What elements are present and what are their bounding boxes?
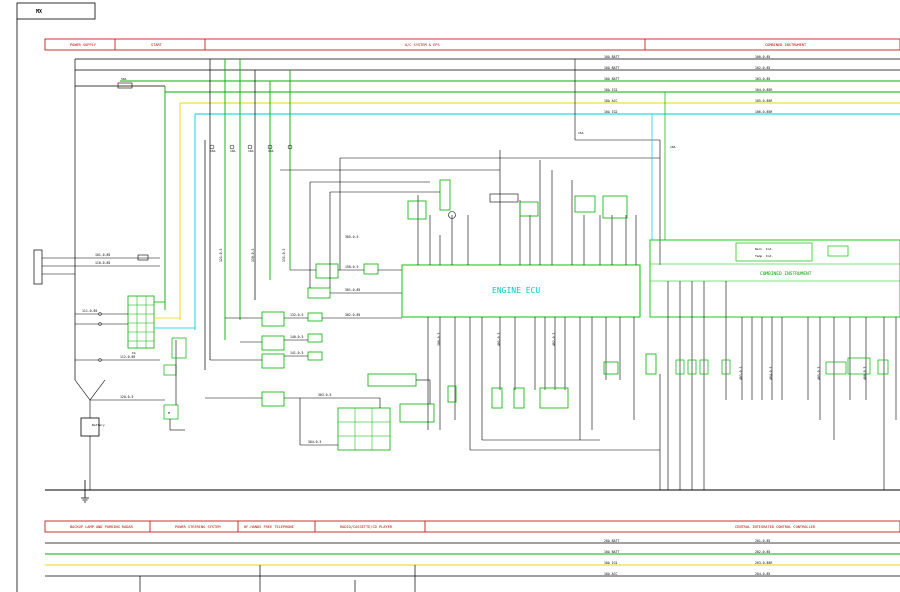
section-radio-player: RADIO/CASSETTE/CD PLAYER <box>340 525 393 529</box>
rail-label-bat2: 10A BATT <box>604 66 619 70</box>
sheet-id: MX <box>36 9 42 15</box>
svg-text:404-0.5: 404-0.5 <box>769 366 773 380</box>
svg-text:111-0.85: 111-0.85 <box>82 309 97 313</box>
rail-wire-acc: 105-0.85R <box>755 99 772 103</box>
svg-text:10A: 10A <box>248 149 254 153</box>
top-title-block: POWER SUPPLY START A/C SYSTEM & EPS COMB… <box>44 38 900 51</box>
svg-text:10A: 10A <box>210 149 216 153</box>
bottom-rail-label-2: 10A BATT <box>604 550 619 554</box>
instrument-title: COMBINED INSTRUMENT <box>760 271 812 277</box>
power-supply-section: 50A 101-0.85 110-0.85 IG 111-0.85 112 <box>33 59 196 490</box>
svg-text:140-0.5: 140-0.5 <box>290 335 304 339</box>
rail-wire-ig1: 104-0.85R <box>755 88 772 92</box>
rail-label-ig2: 10A IG2 <box>604 110 618 114</box>
svg-text:121-0.5: 121-0.5 <box>219 248 223 262</box>
rail-label-bat1: 10A BATT <box>604 55 619 59</box>
ac-relays: 132-0.5 140-0.5 141-0.5 150-0.5 301-0.85… <box>205 263 435 451</box>
bottom-rail-label-3: 10A IG1 <box>604 561 618 565</box>
instrument-sub1: Warn. Ind. <box>755 247 773 251</box>
rail-label-ig1: 10A IG1 <box>604 88 618 92</box>
svg-text:406-0.5: 406-0.5 <box>863 366 867 380</box>
svg-text:131-0.5: 131-0.5 <box>282 248 286 262</box>
rail-wire-ig2: 106-0.85R <box>755 110 772 114</box>
top-power-rails: 10A BATT 10A BATT 10A BATT 10A IG1 10A A… <box>75 55 900 115</box>
rail-wire-bat3: 103-0.85 <box>755 77 770 81</box>
ground-symbol-icon <box>81 497 89 503</box>
section-start: START <box>151 43 163 47</box>
bottom-power-rails: 20A BATT 10A BATT 10A IG1 10A ACC 201-0.… <box>45 539 900 592</box>
starter-motor-icon <box>163 404 179 420</box>
svg-text:302-0.85: 302-0.85 <box>345 313 360 317</box>
svg-text:120-0.5: 120-0.5 <box>120 395 134 399</box>
connector-left <box>33 249 43 285</box>
svg-text:403-0.5: 403-0.5 <box>739 366 743 380</box>
section-combined-instrument: COMBINED INSTRUMENT <box>765 43 807 47</box>
ignition-switch <box>127 295 155 349</box>
bottom-rail-wire-2: 202-0.85 <box>755 550 770 554</box>
svg-text:101-0.85: 101-0.85 <box>95 253 110 257</box>
rail-label-acc: 10A ACC <box>604 99 618 103</box>
svg-text:112-0.85: 112-0.85 <box>120 355 135 359</box>
combined-instrument: Warn. Ind. Temp. Ind. COMBINED INSTRUMEN… <box>649 239 900 490</box>
svg-text:303-0.5: 303-0.5 <box>318 393 332 397</box>
bottom-rail-wire-3: 203-0.85R <box>755 561 772 565</box>
bottom-rail-wire-4: 204-0.85 <box>755 572 770 576</box>
section-ac-system: A/C SYSTEM & EPS <box>405 43 440 47</box>
section-backup-lamp: BACKUP LAMP AND PARKING RADAR <box>70 525 134 529</box>
engine-ecu: ENGINE ECU <box>280 59 676 490</box>
svg-text:301-0.85: 301-0.85 <box>345 288 360 292</box>
battery-label: Battery <box>92 423 105 427</box>
svg-text:150-0.5: 150-0.5 <box>345 265 359 269</box>
ignition-label: IG <box>132 351 136 355</box>
svg-text:141-0.5: 141-0.5 <box>290 351 304 355</box>
svg-text:130-0.5: 130-0.5 <box>251 248 255 262</box>
svg-text:10A: 10A <box>230 149 236 153</box>
bottom-title-block: BACKUP LAMP AND PARKING RADAR POWER STEE… <box>44 520 900 533</box>
svg-text:405-0.5: 405-0.5 <box>817 366 821 380</box>
svg-text:50A: 50A <box>121 77 127 81</box>
rail-wire-bat2: 102-0.85 <box>755 66 770 70</box>
section-power-steering: POWER STEERING SYSTEM <box>175 525 221 529</box>
svg-text:15A: 15A <box>578 131 584 135</box>
rail-label-bat3: 10A BATT <box>604 77 619 81</box>
svg-text:132-0.5: 132-0.5 <box>290 313 304 317</box>
svg-text:306-0.5: 306-0.5 <box>437 332 441 346</box>
svg-text:10A: 10A <box>268 149 274 153</box>
rail-wire-bat1: 100-0.85 <box>755 55 770 59</box>
bottom-rail-label-1: 20A BATT <box>604 539 619 543</box>
svg-text:110-0.85: 110-0.85 <box>95 261 110 265</box>
svg-text:304-0.5: 304-0.5 <box>308 440 322 444</box>
svg-text:401-0.5: 401-0.5 <box>497 332 501 346</box>
svg-text:305-0.5: 305-0.5 <box>345 235 359 239</box>
section-power-supply: POWER SUPPLY <box>70 43 97 47</box>
sheet-id-box <box>16 2 96 20</box>
svg-text:402-0.5: 402-0.5 <box>552 332 556 346</box>
svg-text:10A: 10A <box>670 145 676 149</box>
battery-icon <box>80 417 100 437</box>
ecu-title: ENGINE ECU <box>492 286 540 295</box>
bottom-rail-wire-1: 201-0.85 <box>755 539 770 543</box>
svg-text:M: M <box>168 411 170 415</box>
instrument-sub2: Temp. Ind. <box>755 254 773 258</box>
fuse-main <box>117 82 133 89</box>
bottom-rail-label-4: 10A ACC <box>604 572 618 576</box>
section-bcm: CENTRAL INTEGRATED CONTROL CONTROLLER <box>735 525 816 529</box>
section-hands-free: HF-HANDS FREE TELEPHONE <box>244 525 294 529</box>
ac-fuse-group: 10A 10A 10A 10A 121-0.5 130-0.5 131-0.5 <box>204 59 293 370</box>
